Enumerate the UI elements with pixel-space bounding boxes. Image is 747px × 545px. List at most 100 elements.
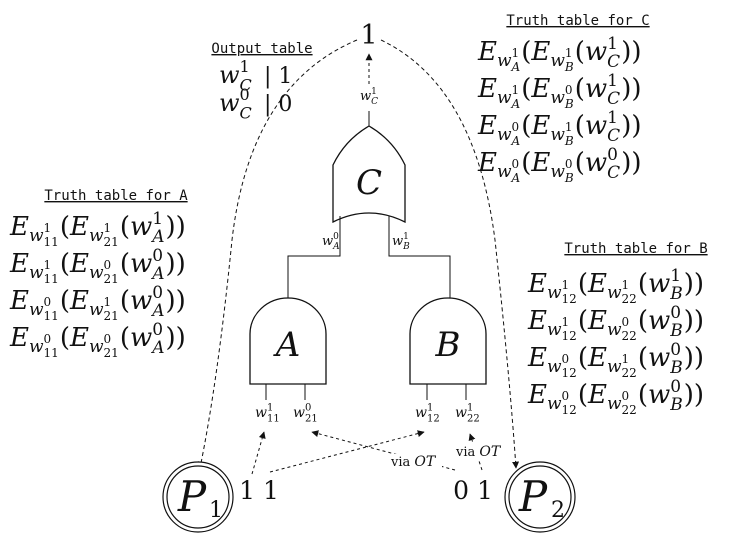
svg-text:w: w bbox=[392, 234, 403, 249]
svg-text:21: 21 bbox=[104, 309, 119, 323]
svg-text:(: ( bbox=[120, 212, 130, 242]
svg-text:w: w bbox=[648, 380, 670, 410]
svg-text:12: 12 bbox=[562, 403, 577, 417]
svg-text:w: w bbox=[89, 226, 104, 246]
svg-text:A: A bbox=[511, 171, 521, 185]
svg-text:E: E bbox=[587, 306, 607, 336]
svg-text:E: E bbox=[530, 148, 550, 178]
svg-text:E: E bbox=[527, 343, 547, 373]
party-p1-sub: 1 bbox=[209, 498, 223, 523]
svg-text:E: E bbox=[587, 269, 607, 299]
svg-text:w: w bbox=[29, 263, 44, 283]
svg-text:11: 11 bbox=[267, 413, 280, 424]
svg-text:w: w bbox=[607, 320, 622, 340]
svg-text:1: 1 bbox=[104, 221, 112, 235]
svg-text:0: 0 bbox=[152, 246, 163, 266]
svg-text:(: ( bbox=[521, 111, 531, 141]
svg-text:)): )) bbox=[684, 269, 704, 299]
svg-text:)): )) bbox=[166, 249, 186, 279]
svg-text:w: w bbox=[607, 394, 622, 414]
output-table-heading: Output table bbox=[211, 41, 312, 57]
party-p1-inputs: 1 1 bbox=[239, 476, 279, 505]
svg-text:(: ( bbox=[578, 306, 588, 336]
svg-text:1: 1 bbox=[371, 87, 377, 97]
svg-text:)): )) bbox=[621, 111, 641, 141]
svg-text:C: C bbox=[607, 89, 620, 109]
p1-to-w11-arrow bbox=[251, 431, 266, 475]
party-p2-sub: 2 bbox=[551, 498, 565, 523]
svg-text:1: 1 bbox=[512, 46, 520, 60]
svg-text:(: ( bbox=[578, 380, 588, 410]
svg-text:w: w bbox=[550, 88, 565, 108]
svg-text:1: 1 bbox=[44, 258, 52, 272]
output-to-p2-curve bbox=[380, 39, 520, 469]
svg-text:12: 12 bbox=[562, 366, 577, 380]
svg-text:E: E bbox=[530, 74, 550, 104]
gate-a-and-shape bbox=[249, 297, 327, 385]
svg-text:w: w bbox=[497, 88, 512, 108]
svg-text:w: w bbox=[648, 306, 670, 336]
svg-text:0: 0 bbox=[104, 332, 112, 346]
svg-text:0: 0 bbox=[670, 303, 681, 323]
svg-text:0: 0 bbox=[562, 352, 570, 366]
svg-text:w: w bbox=[547, 283, 562, 303]
svg-text:22: 22 bbox=[467, 413, 480, 424]
svg-text:(: ( bbox=[521, 37, 531, 67]
svg-text:E: E bbox=[69, 212, 89, 242]
svg-text:w: w bbox=[89, 263, 104, 283]
svg-text:w: w bbox=[130, 286, 152, 316]
svg-text:E: E bbox=[530, 37, 550, 67]
svg-text:0: 0 bbox=[512, 157, 520, 171]
svg-text:(: ( bbox=[120, 323, 130, 353]
gate-b-and-shape bbox=[409, 297, 487, 385]
svg-text:A: A bbox=[150, 227, 164, 247]
svg-text:w: w bbox=[550, 51, 565, 71]
svg-text:0: 0 bbox=[305, 403, 311, 414]
svg-text:(: ( bbox=[521, 148, 531, 178]
svg-text:0: 0 bbox=[152, 283, 163, 303]
svg-text:21: 21 bbox=[305, 413, 318, 424]
svg-text:(: ( bbox=[638, 269, 648, 299]
svg-text:E: E bbox=[587, 380, 607, 410]
svg-text:w: w bbox=[547, 394, 562, 414]
svg-text:C: C bbox=[240, 104, 252, 123]
wire-b-to-c bbox=[388, 216, 451, 298]
svg-text:w: w bbox=[585, 148, 607, 178]
svg-text:w: w bbox=[585, 37, 607, 67]
svg-text:C: C bbox=[240, 76, 252, 95]
svg-text:w: w bbox=[648, 269, 670, 299]
party-p2-name: P bbox=[518, 472, 548, 521]
svg-text:(: ( bbox=[638, 306, 648, 336]
svg-text:w: w bbox=[585, 74, 607, 104]
svg-text:w: w bbox=[607, 357, 622, 377]
svg-text:)): )) bbox=[621, 37, 641, 67]
svg-text:B: B bbox=[564, 134, 574, 148]
svg-text:(: ( bbox=[60, 249, 70, 279]
svg-text:w: w bbox=[648, 343, 670, 373]
svg-text:12: 12 bbox=[562, 292, 577, 306]
svg-text:w: w bbox=[550, 162, 565, 182]
svg-text:1: 1 bbox=[607, 34, 618, 54]
svg-text:21: 21 bbox=[104, 346, 119, 360]
svg-text:A: A bbox=[150, 264, 164, 284]
gate-b-label: B bbox=[435, 325, 461, 365]
svg-text:A: A bbox=[150, 338, 164, 358]
svg-text:E: E bbox=[530, 111, 550, 141]
svg-text:(: ( bbox=[60, 286, 70, 316]
svg-text:0: 0 bbox=[562, 389, 570, 403]
svg-text:22: 22 bbox=[622, 292, 637, 306]
svg-text:0: 0 bbox=[333, 232, 339, 242]
svg-text:1: 1 bbox=[267, 403, 273, 414]
svg-text:via OT: via OT bbox=[390, 454, 437, 470]
